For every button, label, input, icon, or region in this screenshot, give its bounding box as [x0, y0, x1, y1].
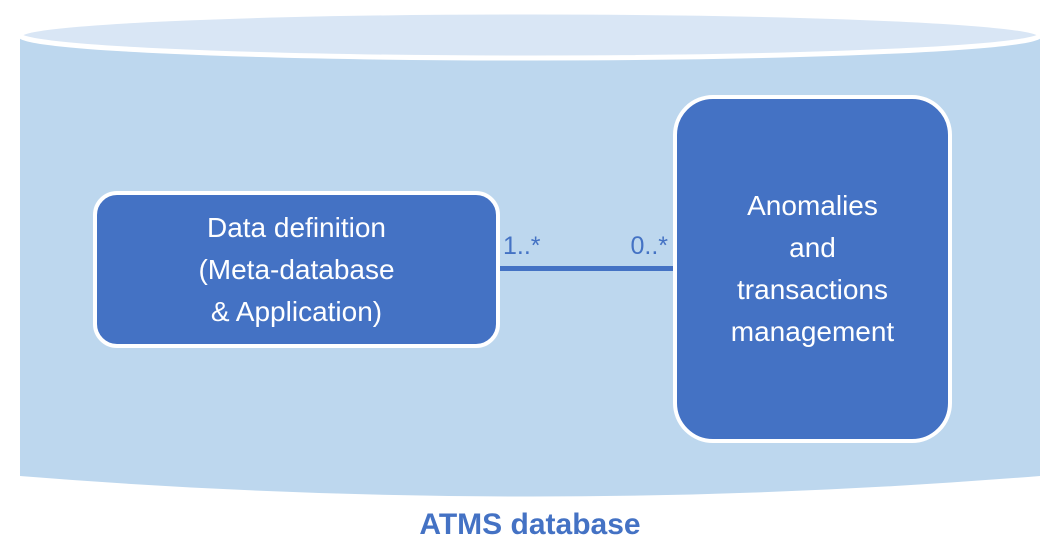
node-label-line: Anomalies — [747, 190, 878, 221]
multiplicity-right: 0..* — [630, 232, 668, 260]
node-anomalies-transactions-management: Anomalies and transactions management — [673, 95, 952, 443]
node-label-line: Data definition — [206, 211, 386, 243]
association-line — [497, 266, 677, 271]
node-label-line: transactions — [737, 274, 888, 305]
diagram-caption: ATMS database — [419, 508, 641, 541]
node-label-line: management — [730, 316, 895, 347]
node-label-line: & Application) — [210, 295, 383, 327]
node-label-line: (Meta-database — [198, 253, 395, 285]
node-label-line: and — [789, 232, 836, 263]
cylinder-top-ellipse — [17, 9, 1043, 61]
node-data-definition: Data definition (Meta-database & Applica… — [93, 191, 500, 348]
multiplicity-left: 1..* — [503, 232, 541, 260]
